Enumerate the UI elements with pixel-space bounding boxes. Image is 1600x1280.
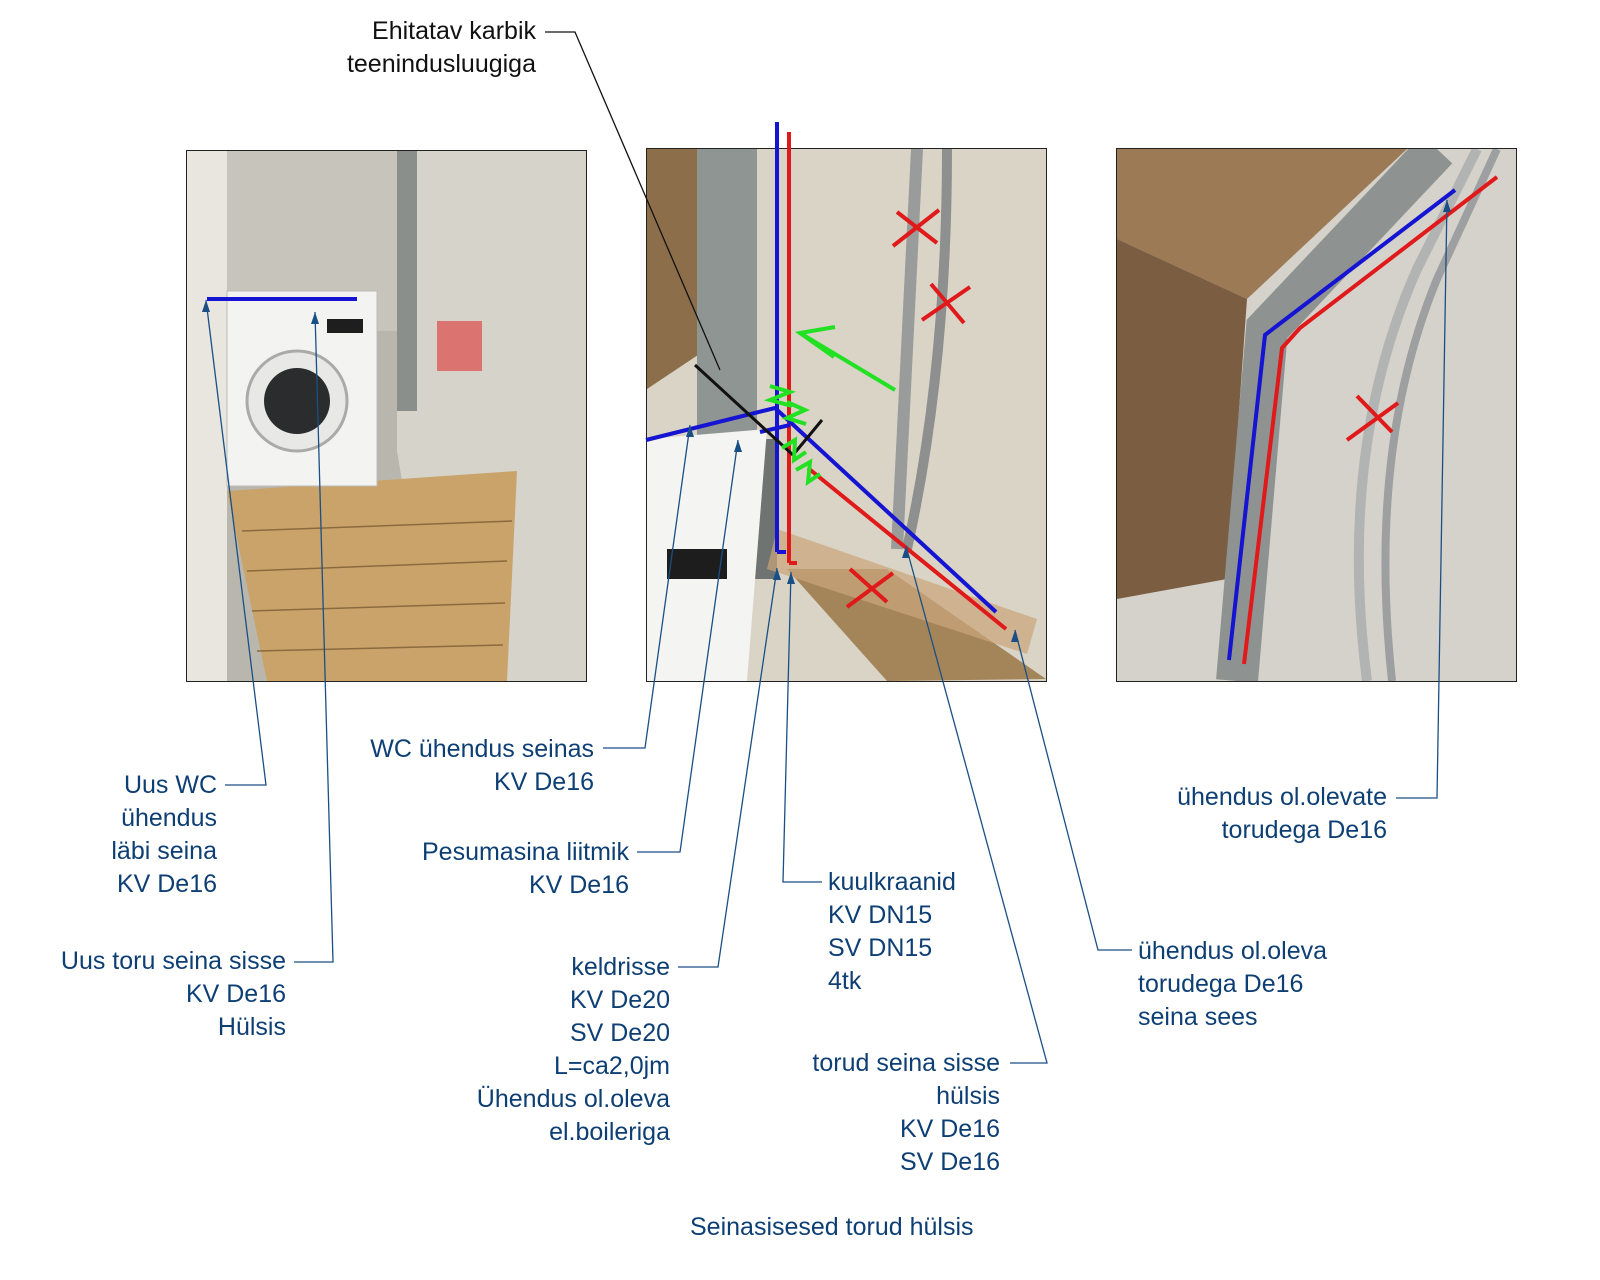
- leader-keldrisse: [678, 567, 778, 968]
- green-arrow-head-icon: [794, 325, 836, 359]
- label-uus-toru: Uus toru seina sisse KV De16 Hülsis: [61, 945, 286, 1044]
- label-line: Uus WC: [123, 771, 217, 799]
- leader-wc-uhendus: [603, 424, 691, 749]
- label-kuulkraanid: kuulkraanid KV DN15 SV DN15 4tk: [828, 866, 956, 998]
- label-line: ühendus ol.olevate: [1177, 783, 1387, 811]
- title-callout: Ehitatav karbik teenindusluugiga: [347, 15, 536, 81]
- leader-torud-seina: [905, 545, 1048, 1064]
- label-line: torudega De16: [1138, 970, 1304, 998]
- leader-uhendus-oleva: [1014, 629, 1132, 951]
- title-callout-line: Ehitatav karbik: [372, 17, 536, 45]
- hot-water-right: [1242, 175, 1499, 665]
- label-line: SV De16: [899, 1148, 1000, 1176]
- label-line: läbi seina: [111, 837, 217, 865]
- photo-left: [186, 150, 587, 682]
- label-line: torud seina sisse: [812, 1049, 1000, 1077]
- label-line: WC ühendus seinas: [370, 735, 594, 763]
- photo-right: [1116, 148, 1517, 682]
- label-line: KV De16: [528, 871, 629, 899]
- leader-uus-toru: [294, 311, 334, 963]
- label-uhendus-olevate: ühendus ol.olevate torudega De16: [1177, 781, 1387, 847]
- label-line: KV De16: [185, 980, 286, 1008]
- label-wc-uhendus: WC ühendus seinas KV De16: [370, 733, 594, 799]
- leader-uus-wc: [205, 299, 267, 786]
- label-line: 4tk: [828, 967, 862, 995]
- leader-pesumasina: [637, 439, 739, 853]
- label-line: SV DN15: [828, 934, 933, 962]
- cold-water-branch: [645, 405, 998, 614]
- footer-note: Seinasisesed torud hülsis: [690, 1213, 974, 1241]
- leader-kuulkraanid: [782, 571, 822, 883]
- label-line: torudega De16: [1221, 816, 1387, 844]
- label-pesumasina: Pesumasina liitmik KV De16: [422, 836, 629, 902]
- photo-middle-illustration: [647, 149, 1046, 681]
- box-outline-right: [791, 419, 824, 456]
- label-line: L=ca2,0jm: [553, 1052, 670, 1080]
- box-outline-left: [693, 363, 795, 457]
- label-uhendus-oleva: ühendus ol.oleva torudega De16 seina see…: [1138, 935, 1327, 1034]
- remove-marker-icon: [845, 208, 1400, 609]
- label-keldrisse: keldrisse KV De20 SV De20 L=ca2,0jm Ühen…: [477, 951, 670, 1149]
- photo-left-illustration: [187, 151, 586, 681]
- label-line: el.boileriga: [549, 1118, 670, 1146]
- cold-water-right: [1227, 188, 1457, 661]
- label-line: ühendus ol.oleva: [1138, 937, 1328, 965]
- label-line: kuulkraanid: [828, 868, 956, 896]
- photo-right-illustration: [1117, 149, 1516, 681]
- label-line: seina sees: [1138, 1003, 1258, 1031]
- label-line: KV De16: [116, 870, 217, 898]
- label-line: Hülsis: [217, 1013, 286, 1041]
- label-line: hülsis: [936, 1082, 1000, 1110]
- label-line: KV De16: [493, 768, 594, 796]
- label-line: Ühendus ol.oleva: [476, 1085, 670, 1113]
- leader-title-callout: [545, 31, 721, 371]
- label-line: ühendus: [121, 804, 217, 832]
- label-line: keldrisse: [571, 953, 670, 981]
- photo-middle: [646, 148, 1047, 682]
- leader-uhendus-olevate: [1396, 199, 1448, 799]
- leader-arrowheads: [202, 200, 1451, 642]
- label-torud-seina: torud seina sisse hülsis KV De16 SV De16: [812, 1047, 1000, 1179]
- label-line: Pesumasina liitmik: [421, 838, 629, 866]
- title-callout-line: teenindusluugiga: [346, 50, 536, 78]
- leader-lines: [205, 199, 1448, 1064]
- label-line: SV De20: [569, 1019, 670, 1047]
- label-line: KV DN15: [828, 901, 933, 929]
- valve-symbols-icon: [763, 384, 822, 487]
- label-line: KV De20: [569, 986, 670, 1014]
- label-line: Uus toru seina sisse: [60, 947, 286, 975]
- label-uus-wc: Uus WC ühendus läbi seina KV De16: [111, 769, 217, 901]
- label-line: KV De16: [899, 1115, 1000, 1143]
